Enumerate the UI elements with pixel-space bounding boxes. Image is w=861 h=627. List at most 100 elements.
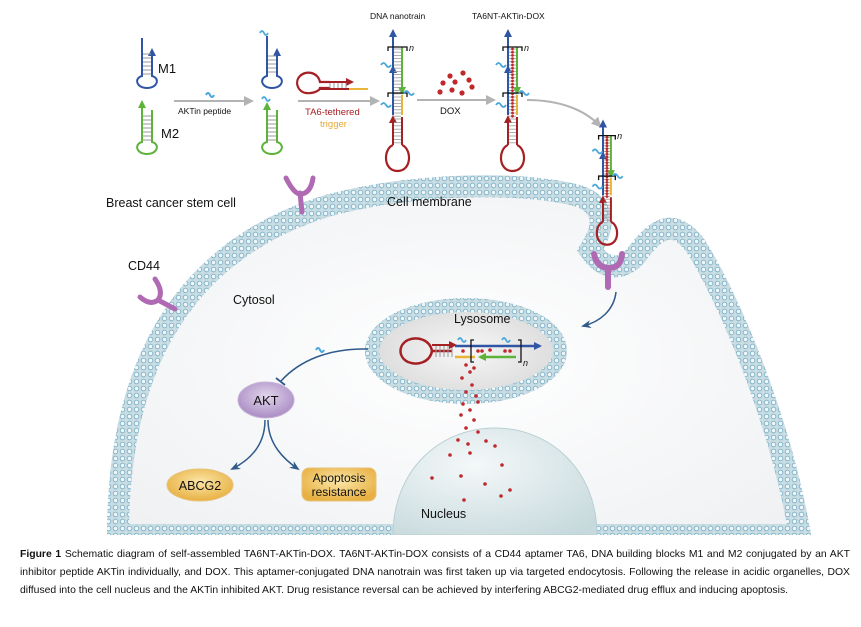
dox-intercalated xyxy=(511,66,514,70)
abcg2-label: ABCG2 xyxy=(179,479,221,493)
figure-caption-label: Figure 1 xyxy=(20,549,62,560)
dox-intercalated xyxy=(605,152,609,156)
dox-intercalated xyxy=(511,114,514,118)
dox-intercalated xyxy=(605,186,609,190)
nucleus-label: Nucleus xyxy=(421,507,466,521)
akt-to-apoptosis-arrow xyxy=(267,419,300,471)
ta6-tethered-trigger xyxy=(296,71,368,95)
dox-intercalated xyxy=(511,111,514,115)
dox-dot xyxy=(440,80,446,86)
aktin-peptide-icon xyxy=(205,92,215,98)
dox-label: DOX xyxy=(440,106,461,117)
repeat-bracket xyxy=(387,46,408,51)
nucleus xyxy=(392,427,598,535)
dox-dot xyxy=(499,494,503,498)
dox-intercalated xyxy=(605,189,609,193)
dox-dot xyxy=(462,498,466,502)
dox-diffusion-dots xyxy=(430,363,512,502)
repeat-bracket xyxy=(597,175,616,181)
aktin-peptide xyxy=(403,90,415,96)
dox-intercalated xyxy=(511,86,514,89)
endocytosis-arrow xyxy=(581,291,617,329)
figure-caption: Figure 1 Schematic diagram of self-assem… xyxy=(20,546,850,600)
dox-dot xyxy=(500,463,504,467)
repeat-n-label: n xyxy=(617,131,622,141)
ta6nt-aktin-dox-label: TA6NT-AKTin-DOX xyxy=(472,11,545,21)
dox-intercalated xyxy=(605,135,609,139)
aktin-peptide xyxy=(611,173,624,179)
akt-node: AKT xyxy=(237,381,295,419)
m1-label: M1 xyxy=(158,61,176,76)
repeat-bracket xyxy=(502,92,523,97)
aktin-peptide xyxy=(380,102,392,108)
dox-dot xyxy=(456,438,460,442)
dox-intercalated xyxy=(511,76,514,80)
dox-dot xyxy=(459,90,465,96)
dox-intercalated xyxy=(605,150,609,153)
dox-dot xyxy=(459,413,463,417)
free-aktin-peptide-icon xyxy=(315,347,325,353)
dox-dot xyxy=(447,73,453,79)
dox-dot xyxy=(466,442,470,446)
cd44-receptor-left xyxy=(137,276,178,312)
dox-intercalated xyxy=(511,79,514,83)
dox-intercalated xyxy=(605,161,609,165)
dox-dot xyxy=(483,482,487,486)
dox-dot xyxy=(468,370,472,374)
cd44-receptor-endocytosis xyxy=(591,251,625,290)
dox-dot xyxy=(493,444,497,448)
dox-intercalated xyxy=(511,57,514,60)
targeting-arrow xyxy=(526,99,602,128)
dox-intercalated xyxy=(511,60,514,64)
dox-intercalated xyxy=(605,169,609,173)
lysosome-label: Lysosome xyxy=(454,312,511,326)
figure-caption-text: Schematic diagram of self-assembled TA6N… xyxy=(20,549,850,596)
dox-dot xyxy=(464,426,468,430)
aktin-peptide-label: AKTin peptide xyxy=(178,106,231,116)
ta6-aptamer-loop xyxy=(384,143,411,173)
dox-dot xyxy=(468,408,472,412)
dox-intercalated xyxy=(605,195,609,198)
repeat-bracket xyxy=(597,134,616,140)
dox-dot xyxy=(460,70,466,76)
cell-membrane-label: Cell membrane xyxy=(387,195,472,209)
dox-intercalated xyxy=(511,70,514,73)
dox-intercalated xyxy=(511,82,514,86)
dox-dot xyxy=(460,376,464,380)
receptor-bound-nanotrain: n xyxy=(591,119,624,246)
ta6nt-aktin-dox-complex: n xyxy=(495,29,530,173)
dox-intercalated xyxy=(605,155,609,159)
akt-label: AKT xyxy=(253,393,278,408)
dox-intercalated xyxy=(511,54,514,57)
dox-dot xyxy=(476,400,480,404)
dox-intercalated xyxy=(605,138,609,142)
cd44-receptor-top xyxy=(283,175,316,215)
dox-dot xyxy=(469,84,475,90)
dox-intercalated xyxy=(511,108,514,112)
dox-dot xyxy=(452,79,458,85)
dox-dot xyxy=(470,383,474,387)
dox-dot xyxy=(472,366,476,370)
dna-nanotrain-label: DNA nanotrain xyxy=(370,11,426,21)
m2-label: M2 xyxy=(161,126,179,141)
aktin-inhibits-akt-arrow xyxy=(280,348,369,382)
dox-intercalated xyxy=(605,172,609,176)
m1-aktin-conjugate xyxy=(259,30,283,90)
dox-dot xyxy=(476,430,480,434)
dox-dot xyxy=(466,77,472,83)
dox-intercalated xyxy=(511,98,514,102)
dox-dot xyxy=(508,488,512,492)
trigger-label: trigger xyxy=(320,119,347,130)
dox-intercalated xyxy=(605,147,609,151)
dox-intercalated xyxy=(605,164,609,167)
dox-dot xyxy=(464,390,468,394)
dox-intercalated xyxy=(511,73,514,76)
dox-intercalated xyxy=(511,95,514,99)
dox-intercalated xyxy=(605,183,609,187)
ta6-aptamer-loop xyxy=(595,220,619,246)
dox-intercalated xyxy=(511,50,514,54)
dox-dot xyxy=(484,439,488,443)
dox-dot xyxy=(461,402,465,406)
apoptosis-resistance-node: Apoptosis resistance xyxy=(301,467,377,502)
schematic-diagram: n AKT ABCG2 Apoptosis resistance Breast … xyxy=(106,11,812,535)
